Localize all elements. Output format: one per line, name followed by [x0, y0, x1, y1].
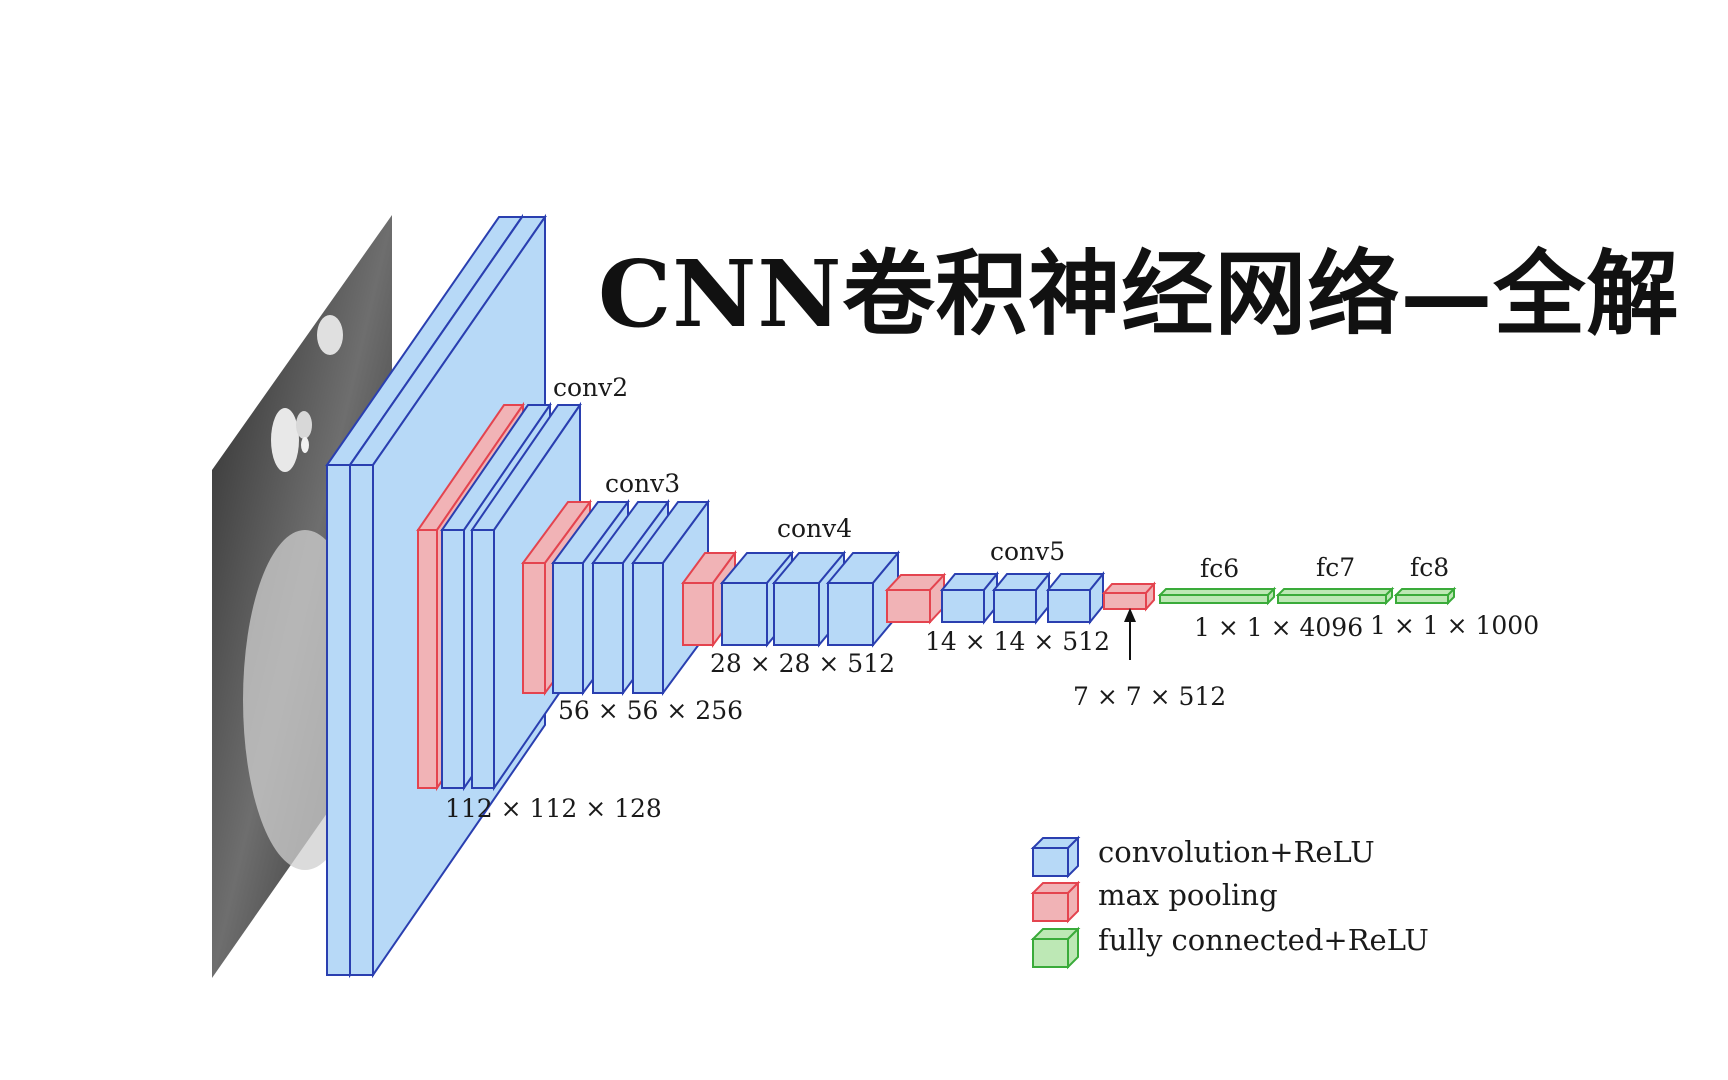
- dim-14-label: 14 × 14 × 512: [925, 627, 1111, 656]
- dim-28-label: 28 × 28 × 512: [710, 649, 896, 678]
- legend-fc-swatch: [1030, 926, 1081, 970]
- fc6-block: [1157, 586, 1277, 606]
- conv3-label: conv3: [605, 469, 681, 498]
- legend-pool-label: max pooling: [1098, 878, 1278, 912]
- fc6-label: fc6: [1200, 554, 1240, 583]
- legend-pool-swatch: [1030, 880, 1081, 924]
- pool5-block: [1101, 581, 1157, 612]
- conv4-block: [719, 550, 901, 648]
- dim-4096-label: 1 × 1 × 4096: [1194, 613, 1364, 642]
- pool4-block: [884, 572, 947, 625]
- fc7-block: [1275, 586, 1395, 606]
- dim-7-label: 7 × 7 × 512: [1073, 682, 1227, 711]
- fc7-label: fc7: [1316, 553, 1356, 582]
- legend-conv-label: convolution+ReLU: [1098, 835, 1375, 869]
- fc8-block: [1393, 586, 1457, 606]
- dim-1000-label: 1 × 1 × 1000: [1370, 611, 1540, 640]
- dim-56-label: 56 × 56 × 256: [558, 696, 744, 725]
- conv2-label: conv2: [553, 373, 629, 402]
- dim-112-label: 112 × 112 × 128: [445, 794, 662, 823]
- legend-fc-label: fully connected+ReLU: [1098, 923, 1429, 957]
- pool3-block: [681, 549, 737, 649]
- pool5-arrow: [1124, 608, 1136, 660]
- page-title: CNN卷积神经网络—全解: [598, 240, 1680, 348]
- legend-conv-swatch: [1030, 835, 1081, 879]
- conv5-block: [939, 571, 1106, 625]
- conv5-label: conv5: [990, 537, 1066, 566]
- conv4-label: conv4: [777, 514, 853, 543]
- fc8-label: fc8: [1410, 553, 1450, 582]
